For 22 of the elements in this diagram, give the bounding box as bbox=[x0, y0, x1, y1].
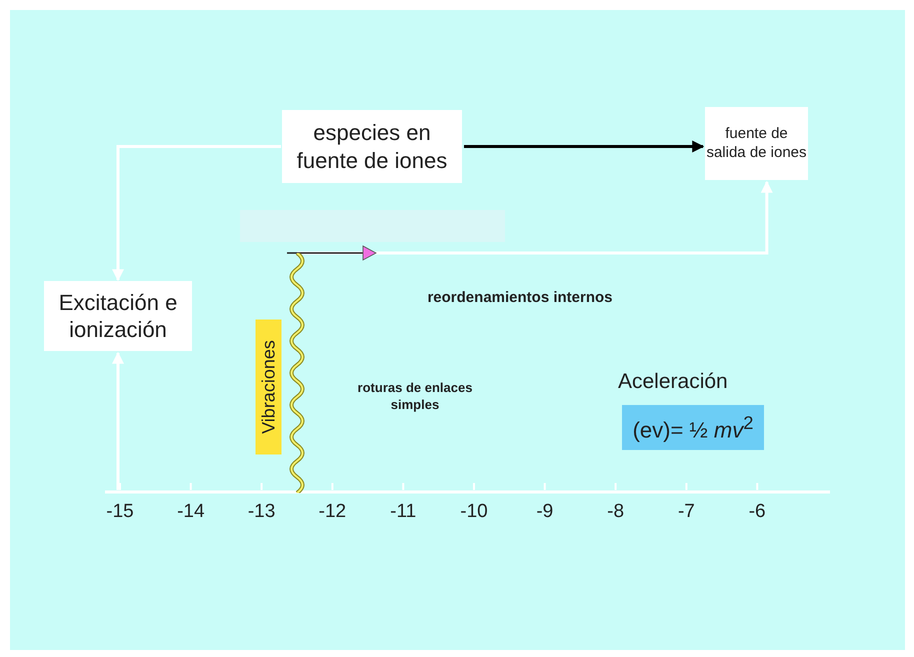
tick-label: -10 bbox=[459, 500, 489, 524]
tick-label: -8 bbox=[606, 500, 626, 524]
process-box: fuente de salida de iones bbox=[705, 107, 808, 180]
arrow bbox=[112, 352, 124, 490]
arrow bbox=[287, 180, 773, 261]
tick-label: -12 bbox=[318, 500, 348, 524]
tick-label: -11 bbox=[389, 500, 418, 524]
arrow bbox=[464, 140, 704, 152]
tick-label: -9 bbox=[535, 500, 554, 524]
tick-label: -15 bbox=[105, 500, 135, 524]
vibration-label: Vibraciones bbox=[256, 320, 282, 454]
formula-box: (ev)= ½ mv$^{2}$ bbox=[622, 405, 764, 450]
tick-label: -6 bbox=[748, 500, 767, 524]
process-label: roturas de enlaces simples bbox=[356, 380, 474, 414]
process-box: Excitación e ionización bbox=[44, 281, 192, 351]
tick-label: -7 bbox=[676, 500, 696, 524]
tick-label: -14 bbox=[176, 500, 206, 524]
tick-label: -13 bbox=[246, 500, 276, 524]
caption-label: Aceleración bbox=[618, 370, 728, 394]
process-box: especies en fuente de iones bbox=[282, 110, 462, 183]
process-label: reordenamientos internos bbox=[426, 288, 614, 308]
arrow bbox=[112, 145, 281, 282]
